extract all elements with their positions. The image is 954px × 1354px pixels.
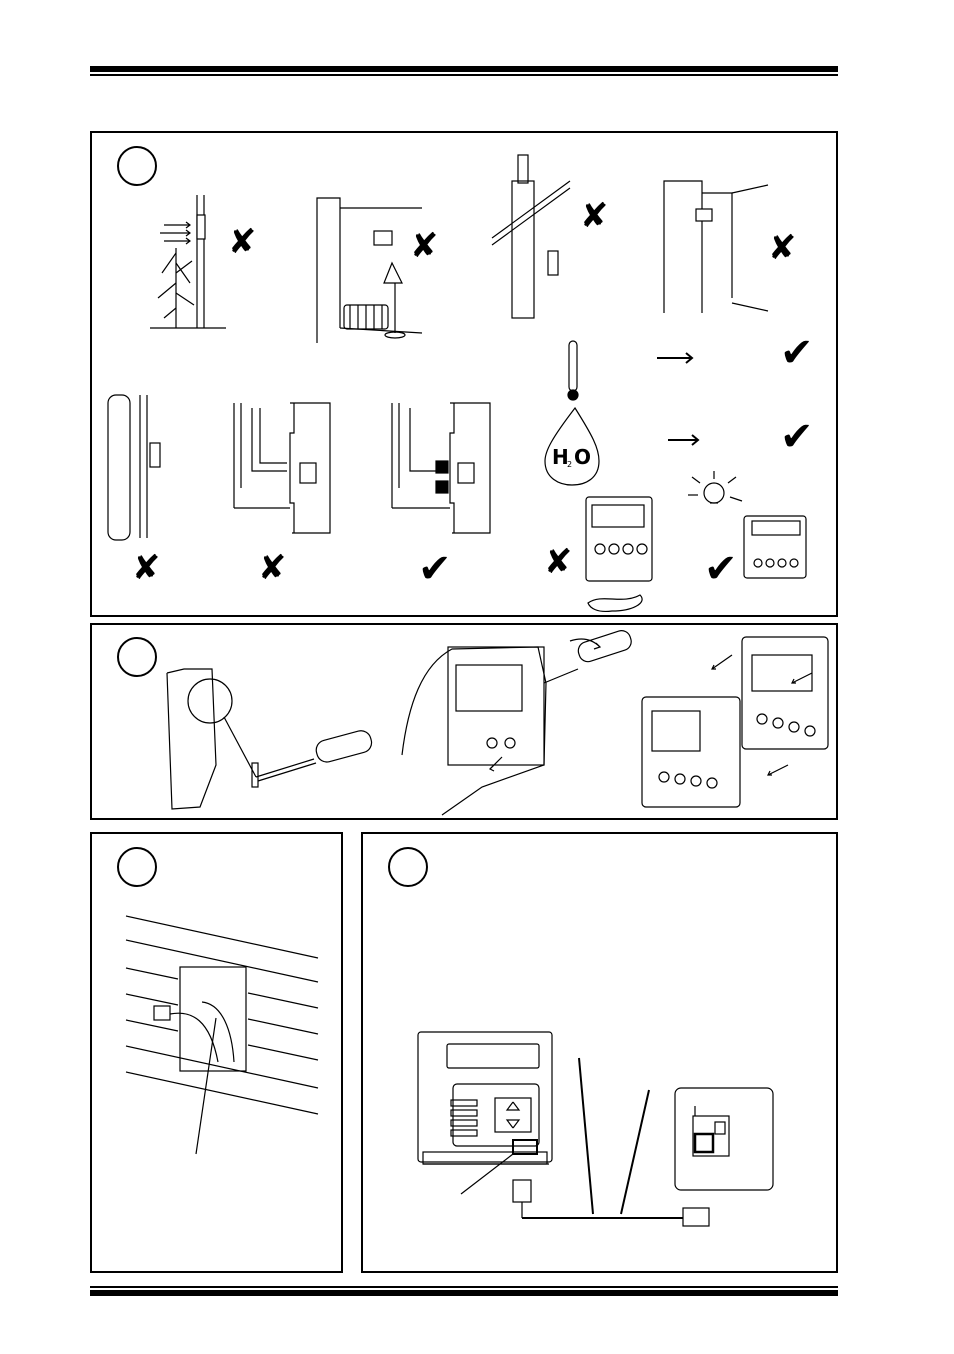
cross-mark-icon: ✘: [228, 225, 257, 259]
check-mark-icon: ✔: [780, 417, 814, 457]
cross-mark-icon: ✘: [258, 551, 287, 585]
open-housing-illustrations: [92, 625, 840, 822]
housing-side-profile: [167, 669, 256, 809]
footer-rule-thick: [90, 1290, 838, 1296]
cable-entry-correct-illustration: [392, 403, 490, 533]
controller-board: [418, 1032, 552, 1194]
screwdriver-icon: [252, 729, 374, 787]
cross-mark-icon: ✘: [544, 545, 573, 579]
cable-entry-wrong-illustration: [234, 403, 330, 533]
check-mark-icon: ✔: [704, 549, 738, 589]
door-corridor-illustration: [664, 181, 768, 313]
thermometer-icon: [568, 341, 578, 400]
cross-mark-icon: ✘: [132, 551, 161, 585]
thermostat-light-illustration: [744, 516, 806, 578]
pipe-wall-illustration: [108, 395, 160, 540]
footer-rule-thin: [90, 1286, 838, 1288]
h2o-o-text: O: [574, 445, 591, 469]
wall-socket: [675, 1088, 773, 1190]
chimney-roof-illustration: [492, 155, 570, 318]
hand-opening-housing: [402, 647, 546, 815]
panel-wall-box: [90, 832, 343, 1273]
panel-open-housing: [90, 623, 838, 820]
panel-mounting-location: ✘ ✘ ✘ ✘ ✔ ✔ ✘ ✘ ✔ ✘ ✔ H 2 O: [90, 131, 838, 617]
thermostat-moisture-illustration: [586, 497, 652, 611]
cross-mark-icon: ✘: [768, 231, 797, 265]
check-mark-icon: ✔: [418, 549, 452, 589]
cross-mark-icon: ✘: [410, 229, 439, 263]
header-rule-thick: [90, 66, 838, 72]
header-rule-thin: [90, 74, 838, 76]
h2o-subscript-text: 2: [567, 460, 572, 469]
check-mark-icon: ✔: [780, 333, 814, 373]
rj-connector-icon: [683, 1208, 709, 1226]
rj-connector-icon: [513, 1180, 531, 1218]
wall-box-illustration: [92, 834, 345, 1275]
light-bulb-icon: [688, 471, 742, 503]
panel-network-connection: [361, 832, 838, 1273]
cross-mark-icon: ✘: [580, 199, 609, 233]
screwdriver-icon: [544, 628, 634, 683]
housing-front-and-back: [642, 637, 828, 807]
radiator-room-illustration: [317, 198, 422, 343]
tree-wall-illustration: [150, 195, 226, 328]
network-connection-illustration: [363, 834, 840, 1275]
